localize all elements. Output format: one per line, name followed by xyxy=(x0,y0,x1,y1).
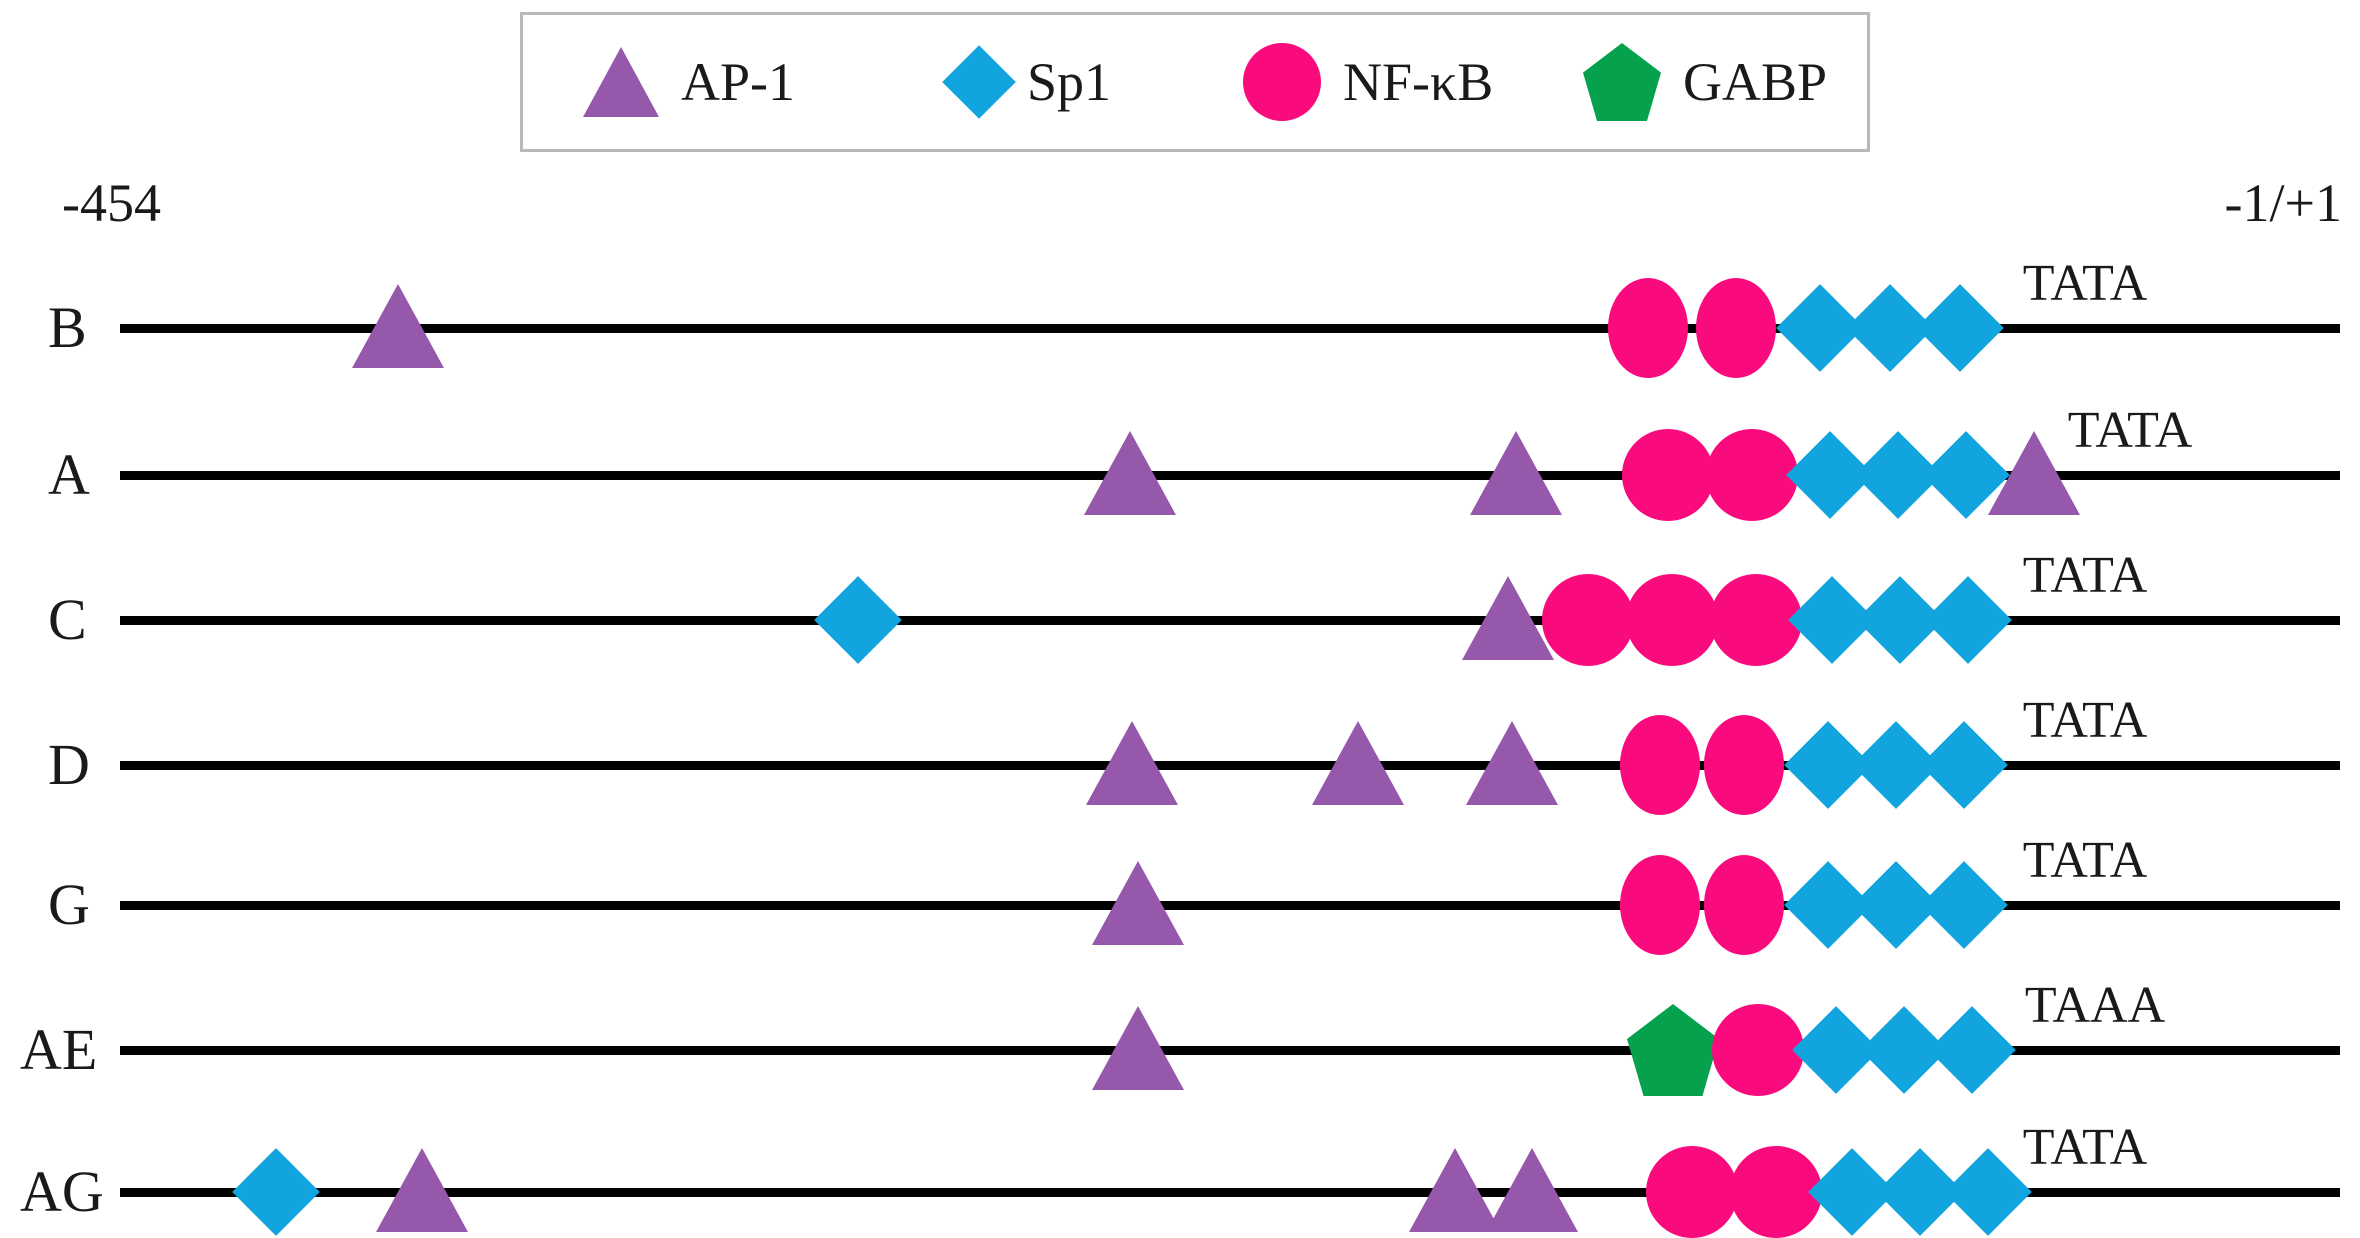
legend-item-nfb: NF-κB xyxy=(1243,43,1493,121)
legend-item-ap1: AP-1 xyxy=(583,47,795,117)
promoter-baseline xyxy=(120,761,2340,770)
binding-site-diamond xyxy=(1928,1006,2016,1094)
legend-label: NF-κB xyxy=(1343,52,1494,112)
binding-site-ellipse xyxy=(1704,715,1784,815)
circle-icon xyxy=(1243,43,1321,121)
legend-label: AP-1 xyxy=(681,52,796,112)
binding-site-triangle xyxy=(376,1148,468,1232)
binding-site-circle xyxy=(1542,574,1634,666)
promoter-row: A TATA xyxy=(0,0,2360,521)
promoter-baseline xyxy=(120,1188,2340,1197)
binding-site-triangle xyxy=(352,284,444,368)
binding-site-circle xyxy=(1646,1146,1738,1238)
tata-box-label: TATA xyxy=(2022,832,2148,889)
binding-site-triangle xyxy=(1486,1148,1578,1232)
binding-site-ellipse xyxy=(1608,278,1688,378)
binding-site-diamond xyxy=(1916,284,2004,372)
triangle-icon xyxy=(583,47,659,117)
legend-item-sp1: Sp1 xyxy=(942,45,1112,119)
binding-site-circle xyxy=(1626,574,1718,666)
binding-site-diamond xyxy=(1920,721,2008,809)
promoter-row: C TATA xyxy=(0,0,2360,666)
tata-box-label: TATA xyxy=(2022,1119,2148,1176)
binding-site-triangle xyxy=(1092,861,1184,945)
binding-site-diamond xyxy=(1920,861,2008,949)
binding-site-triangle xyxy=(1092,1006,1184,1090)
legend-box: AP-1 Sp1 NF-κB GABP xyxy=(520,12,1870,152)
row-label-g: G xyxy=(48,872,90,937)
promoter-row: B TATA xyxy=(0,0,2360,378)
binding-site-circle xyxy=(1712,1004,1804,1096)
row-label-c: C xyxy=(48,587,87,652)
row-label-ag: AG xyxy=(20,1159,104,1224)
row-label-d: D xyxy=(48,732,90,797)
promoter-baseline xyxy=(120,324,2340,333)
binding-site-triangle xyxy=(1988,431,2080,515)
binding-site-triangle xyxy=(1466,721,1558,805)
tata-box-label: TAAA xyxy=(2024,977,2166,1034)
legend-label: GABP xyxy=(1683,52,1828,112)
binding-site-triangle xyxy=(1462,576,1554,660)
binding-site-triangle xyxy=(1312,721,1404,805)
binding-site-ellipse xyxy=(1620,855,1700,955)
promoter-row: D TATA xyxy=(0,0,2360,815)
tata-box-label: TATA xyxy=(2022,255,2148,312)
binding-site-diamond xyxy=(1924,576,2012,664)
binding-site-circle xyxy=(1710,574,1802,666)
binding-site-circle xyxy=(1706,429,1798,521)
row-label-ae: AE xyxy=(20,1017,98,1082)
binding-site-diamond xyxy=(1944,1148,2032,1236)
row-label-a: A xyxy=(48,442,90,507)
tata-box-label: TATA xyxy=(2022,547,2148,604)
tata-box-label: TATA xyxy=(2067,402,2193,459)
row-label-b: B xyxy=(48,295,87,360)
binding-site-diamond xyxy=(232,1148,320,1236)
binding-site-ellipse xyxy=(1696,278,1776,378)
axis-end-label: -1/+1 xyxy=(2224,173,2342,233)
promoter-baseline xyxy=(120,616,2340,625)
binding-site-triangle xyxy=(1086,721,1178,805)
binding-site-circle xyxy=(1622,429,1714,521)
binding-site-ellipse xyxy=(1704,855,1784,955)
binding-site-ellipse xyxy=(1620,715,1700,815)
legend-item-gabp: GABP xyxy=(1583,43,1827,121)
binding-site-triangle xyxy=(1470,431,1562,515)
legend-label: Sp1 xyxy=(1027,52,1112,112)
promoter-baseline xyxy=(120,471,2340,480)
tata-box-label: TATA xyxy=(2022,692,2148,749)
binding-site-pentagon xyxy=(1627,1004,1719,1096)
promoter-baseline xyxy=(120,901,2340,910)
binding-site-diamond xyxy=(814,576,902,664)
promoter-baseline xyxy=(120,1046,2340,1055)
binding-site-triangle xyxy=(1084,431,1176,515)
promoter-row: G TATA xyxy=(0,0,2360,955)
axis-start-label: -454 xyxy=(62,173,161,233)
